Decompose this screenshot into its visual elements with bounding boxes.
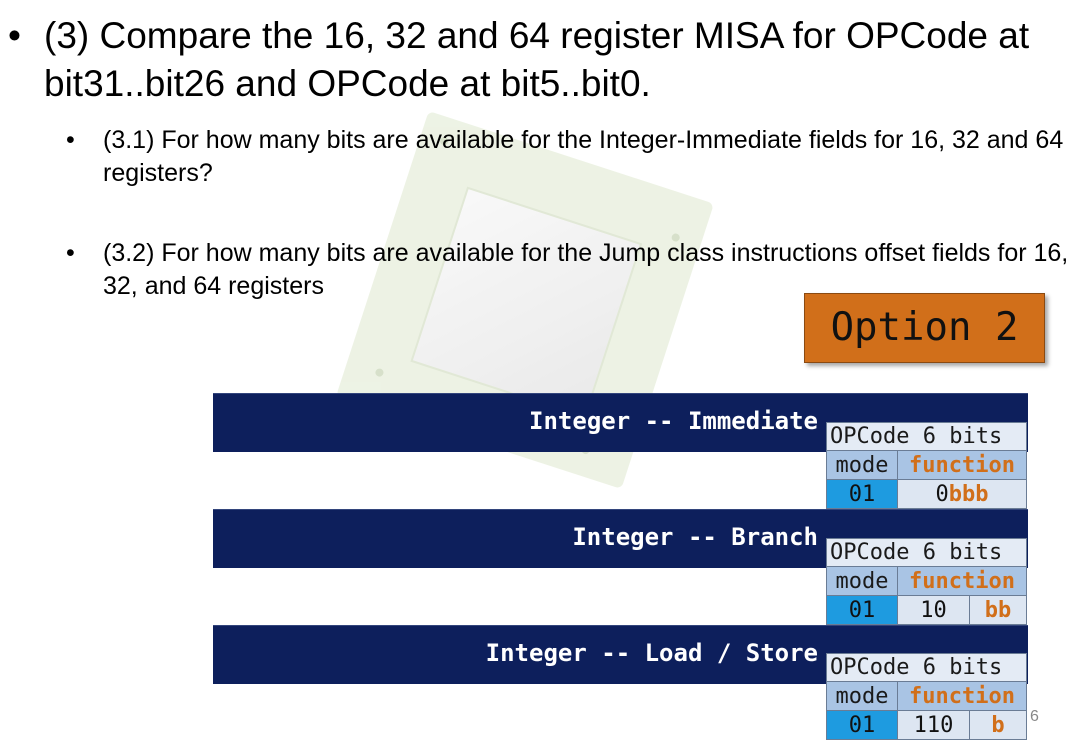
- mode-header: mode: [827, 567, 898, 595]
- function-value: 110: [898, 711, 969, 739]
- option-label-box: Option 2: [804, 293, 1045, 363]
- mode-value: 01: [827, 596, 898, 624]
- chip-pad: [374, 367, 385, 378]
- section-label-immediate: Integer -- Immediate: [529, 407, 818, 435]
- function-extra: b: [969, 711, 1026, 739]
- section-label-branch: Integer -- Branch: [572, 523, 818, 551]
- bullet-glyph: •: [8, 15, 21, 56]
- mode-value: 01: [827, 711, 898, 739]
- opcode-title: OPCode 6 bits: [827, 423, 1026, 450]
- mode-value: 01: [827, 480, 898, 508]
- bullet-glyph: •: [66, 239, 75, 267]
- mode-header: mode: [827, 682, 898, 710]
- bullet-glyph: •: [66, 126, 75, 154]
- opcode-title: OPCode 6 bits: [827, 539, 1026, 566]
- main-bullet-text: (3) Compare the 16, 32 and 64 register M…: [44, 15, 1030, 104]
- main-bullet: • (3) Compare the 16, 32 and 64 register…: [8, 12, 1073, 108]
- sub-bullet-3-1: • (3.1) For how many bits are available …: [66, 124, 1071, 190]
- sub-bullet-text: (3.1) For how many bits are available fo…: [103, 126, 1064, 187]
- function-header: function: [898, 567, 1026, 595]
- function-suffix: bbb: [948, 481, 989, 507]
- function-prefix: 0: [935, 481, 949, 507]
- mode-header: mode: [827, 451, 898, 479]
- opcode-table-branch: OPCode 6 bits mode function 01 10 bb: [826, 538, 1027, 625]
- function-extra: bb: [969, 596, 1026, 624]
- function-header: function: [898, 682, 1026, 710]
- sub-bullet-text: (3.2) For how many bits are available fo…: [103, 239, 1069, 300]
- section-label-load-store: Integer -- Load / Store: [485, 639, 818, 667]
- sub-bullet-3-2: • (3.2) For how many bits are available …: [66, 237, 1071, 303]
- function-value: 10: [898, 596, 969, 624]
- page-number: 6: [1030, 708, 1039, 725]
- opcode-title: OPCode 6 bits: [827, 654, 1026, 681]
- opcode-table-load-store: OPCode 6 bits mode function 01 110 b: [826, 653, 1027, 740]
- function-header: function: [898, 451, 1026, 479]
